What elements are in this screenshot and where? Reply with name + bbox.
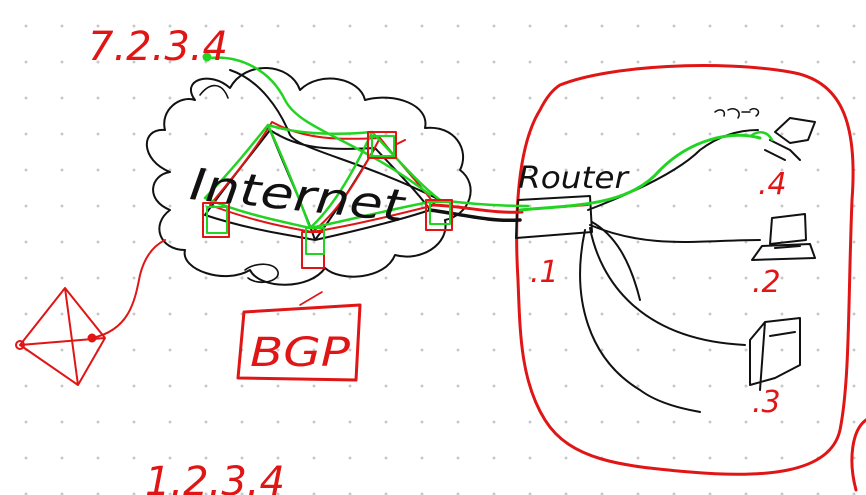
host-3-label: .3 xyxy=(752,385,781,420)
remote-node-dot xyxy=(15,340,25,350)
cloud-node xyxy=(429,201,451,225)
bgp-label: BGP xyxy=(250,330,351,376)
source-dot xyxy=(202,52,212,62)
router-addr-label: .1 xyxy=(530,255,559,290)
cloud-node xyxy=(206,206,228,234)
cable-to-host-2 xyxy=(589,224,761,243)
host-2-label: .2 xyxy=(752,265,781,300)
host-4-label: .4 xyxy=(758,167,787,202)
cloud-node xyxy=(305,227,325,255)
green-path-host-4 xyxy=(518,133,762,212)
host-device-icon xyxy=(764,117,816,161)
uplink-red xyxy=(430,203,524,214)
bgp-box xyxy=(236,303,362,382)
internet-cloud xyxy=(145,67,472,286)
bottom-ip-label: 1.2.3.4 xyxy=(145,459,285,495)
cloud-scribble xyxy=(244,263,279,284)
cable-to-host-3a xyxy=(589,227,746,346)
cloud-node xyxy=(367,131,397,159)
mesh-red xyxy=(209,121,436,233)
cable-extra xyxy=(591,221,641,301)
remote-link xyxy=(91,239,166,339)
cable-to-host-3b xyxy=(579,229,701,413)
laptop-icon xyxy=(751,213,816,261)
cloud-node xyxy=(425,199,453,231)
cloud-node xyxy=(371,135,395,157)
cloud-node xyxy=(202,202,230,238)
router-label: Router xyxy=(518,161,630,196)
cloud-label: Internet xyxy=(187,159,408,232)
lan-boundary xyxy=(515,64,855,476)
host-device-scribble xyxy=(714,107,760,119)
bgp-connector xyxy=(299,291,323,306)
uplink xyxy=(428,208,522,223)
router-box xyxy=(515,195,593,239)
cloud-scribble xyxy=(199,84,229,99)
edge-arc xyxy=(850,418,866,492)
top-ip-label: 7.2.3.4 xyxy=(88,24,228,70)
mesh-green xyxy=(203,56,442,230)
tower-pc-icon xyxy=(749,317,801,391)
host-device-green xyxy=(750,131,774,142)
